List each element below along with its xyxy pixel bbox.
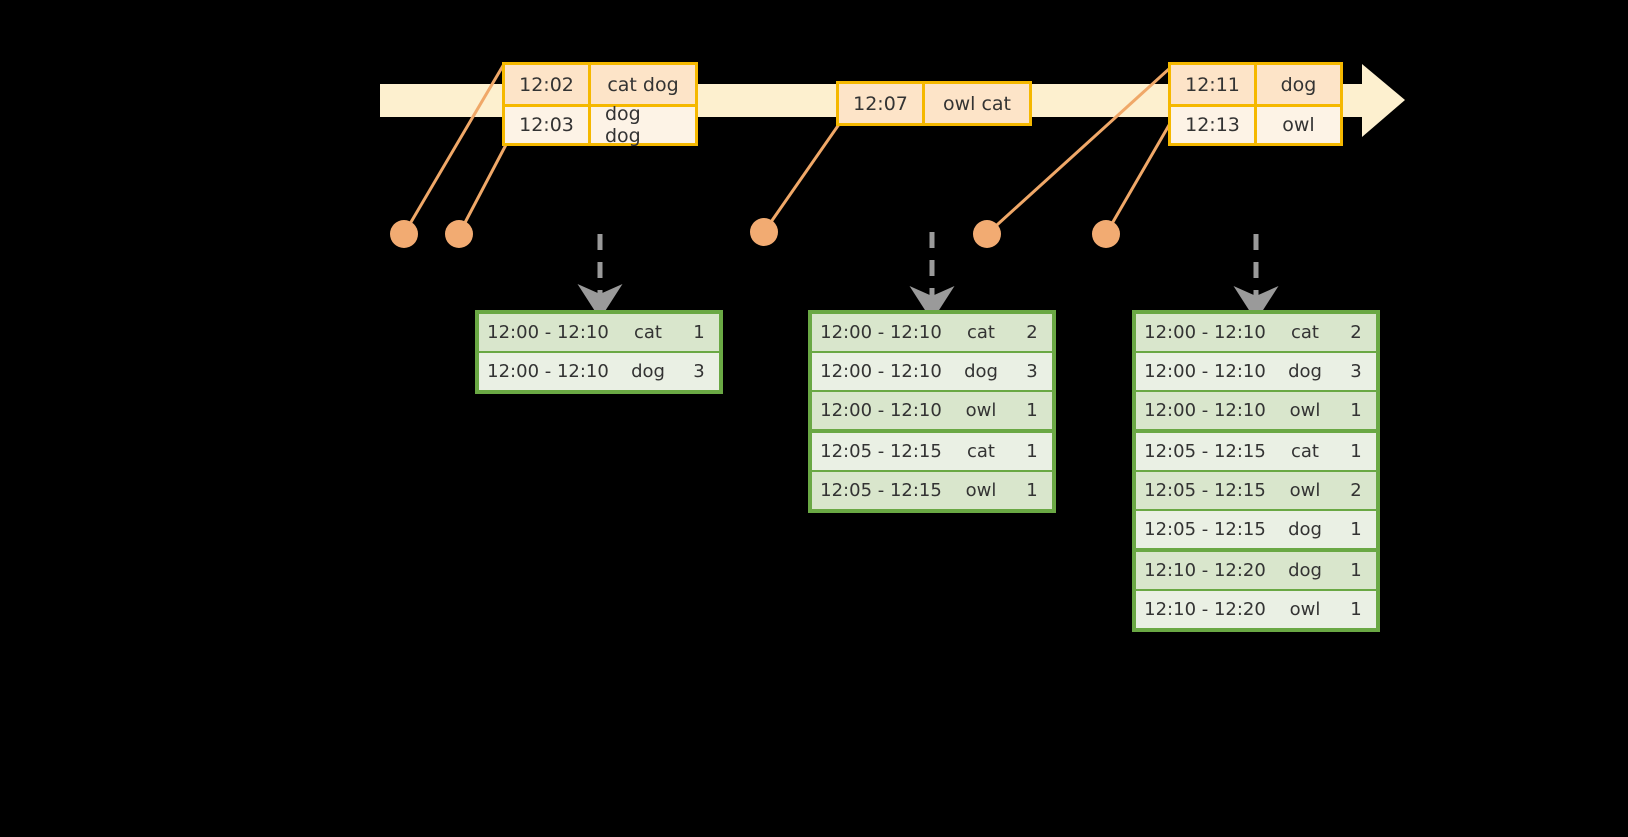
event-row[interactable]: 12:13 owl xyxy=(1171,104,1340,143)
cell-count: 2 xyxy=(1336,314,1376,351)
cell-window: 12:05 - 12:15 xyxy=(812,433,950,470)
cell-key: cat xyxy=(952,433,1010,470)
table-row[interactable]: 12:10 - 12:20 dog 1 xyxy=(1136,552,1376,589)
cell-key: dog xyxy=(1276,353,1334,390)
cell-count: 3 xyxy=(1336,353,1376,390)
cell-window: 12:05 - 12:15 xyxy=(1136,472,1274,509)
table-row[interactable]: 12:05 - 12:15 dog 1 xyxy=(1136,511,1376,548)
connector-1207 xyxy=(762,119,844,233)
event-words: owl cat xyxy=(942,92,1012,115)
event-row[interactable]: 12:07 owl cat xyxy=(839,84,1029,123)
event-group-2[interactable]: 12:07 owl cat xyxy=(836,81,1032,126)
table-row[interactable]: 12:05 - 12:15 cat 1 xyxy=(1136,433,1376,470)
cell-key: cat xyxy=(1276,314,1334,351)
cell-key: cat xyxy=(619,314,677,351)
cell-count: 1 xyxy=(1336,552,1376,589)
cell-count: 1 xyxy=(1336,591,1376,628)
cell-count: 3 xyxy=(1012,353,1052,390)
cell-window: 12:00 - 12:10 xyxy=(1136,314,1274,351)
event-time: 12:03 xyxy=(505,107,591,143)
table-section-divider xyxy=(812,429,1052,433)
connector-1213 xyxy=(1104,119,1174,235)
cell-window: 12:00 - 12:10 xyxy=(479,314,617,351)
event-dots xyxy=(390,218,1120,248)
event-group-3[interactable]: 12:11 dog 12:13 owl xyxy=(1168,62,1343,146)
table-row[interactable]: 12:10 - 12:20 owl 1 xyxy=(1136,591,1376,628)
cell-key: owl xyxy=(952,472,1010,509)
cell-window: 12:00 - 12:10 xyxy=(812,314,950,351)
cell-count: 1 xyxy=(1336,511,1376,548)
cell-window: 12:10 - 12:20 xyxy=(1136,591,1274,628)
cell-count: 1 xyxy=(1336,392,1376,429)
table-section-divider xyxy=(1136,548,1376,552)
cell-key: cat xyxy=(1276,433,1334,470)
cell-window: 12:05 - 12:15 xyxy=(1136,511,1274,548)
cell-count: 1 xyxy=(1336,433,1376,470)
table-row[interactable]: 12:00 - 12:10 owl 1 xyxy=(1136,392,1376,429)
event-words: cat dog xyxy=(607,73,679,96)
event-group-1[interactable]: 12:02 cat dog 12:03 dog dog xyxy=(502,62,698,147)
event-dot-1203 xyxy=(445,220,473,248)
table-row[interactable]: 12:00 - 12:10 dog 3 xyxy=(812,353,1052,390)
event-time: 12:13 xyxy=(1171,107,1257,143)
cell-key: owl xyxy=(1276,392,1334,429)
cell-count: 1 xyxy=(1012,472,1052,509)
cell-window: 12:00 - 12:10 xyxy=(812,392,950,429)
event-words: owl xyxy=(1282,114,1315,136)
cell-count: 2 xyxy=(1336,472,1376,509)
event-row[interactable]: 12:11 dog xyxy=(1171,65,1340,104)
connector-1202 xyxy=(402,63,506,235)
cell-key: owl xyxy=(1276,591,1334,628)
cell-window: 12:00 - 12:10 xyxy=(812,353,950,390)
table-row[interactable]: 12:05 - 12:15 cat 1 xyxy=(812,433,1052,470)
table-pointer-arrows xyxy=(577,232,1279,321)
cell-count: 1 xyxy=(1012,433,1052,470)
table-row[interactable]: 12:00 - 12:10 dog 3 xyxy=(1136,353,1376,390)
cell-window: 12:00 - 12:10 xyxy=(1136,392,1274,429)
table-row[interactable]: 12:00 - 12:10 cat 2 xyxy=(1136,314,1376,351)
cell-window: 12:10 - 12:20 xyxy=(1136,552,1274,589)
cell-key: dog xyxy=(619,353,677,390)
table-row[interactable]: 12:00 - 12:10 owl 1 xyxy=(812,392,1052,429)
event-time: 12:02 xyxy=(505,65,591,104)
table-row[interactable]: 12:05 - 12:15 owl 2 xyxy=(1136,472,1376,509)
event-row[interactable]: 12:02 cat dog xyxy=(505,65,695,104)
table-row[interactable]: 12:00 - 12:10 cat 1 xyxy=(479,314,719,351)
result-table-2[interactable]: 12:00 - 12:10 cat 2 12:00 - 12:10 dog 3 … xyxy=(808,310,1056,513)
event-time: 12:07 xyxy=(839,84,925,123)
cell-window: 12:00 - 12:10 xyxy=(479,353,617,390)
event-dot-1211 xyxy=(973,220,1001,248)
result-table-3[interactable]: 12:00 - 12:10 cat 2 12:00 - 12:10 dog 3 … xyxy=(1132,310,1380,632)
cell-count: 2 xyxy=(1012,314,1052,351)
event-time: 12:11 xyxy=(1171,65,1257,104)
cell-key: owl xyxy=(952,392,1010,429)
table-row[interactable]: 12:00 - 12:10 cat 2 xyxy=(812,314,1052,351)
cell-window: 12:00 - 12:10 xyxy=(1136,353,1274,390)
cell-count: 1 xyxy=(679,314,719,351)
cell-key: dog xyxy=(952,353,1010,390)
cell-key: dog xyxy=(1276,511,1334,548)
cell-count: 3 xyxy=(679,353,719,390)
cell-count: 1 xyxy=(1012,392,1052,429)
table-section-divider xyxy=(1136,429,1376,433)
event-dot-1213 xyxy=(1092,220,1120,248)
event-words: dog xyxy=(1280,73,1317,96)
cell-key: cat xyxy=(952,314,1010,351)
cell-window: 12:05 - 12:15 xyxy=(812,472,950,509)
cell-key: dog xyxy=(1276,552,1334,589)
table-row[interactable]: 12:05 - 12:15 owl 1 xyxy=(812,472,1052,509)
event-words: dog dog xyxy=(605,103,641,147)
cell-key: owl xyxy=(1276,472,1334,509)
cell-window: 12:05 - 12:15 xyxy=(1136,433,1274,470)
event-dot-1202 xyxy=(390,220,418,248)
table-row[interactable]: 12:00 - 12:10 dog 3 xyxy=(479,353,719,390)
result-table-1[interactable]: 12:00 - 12:10 cat 1 12:00 - 12:10 dog 3 xyxy=(475,310,723,394)
event-dot-1207 xyxy=(750,218,778,246)
event-row[interactable]: 12:03 dog dog xyxy=(505,103,695,147)
